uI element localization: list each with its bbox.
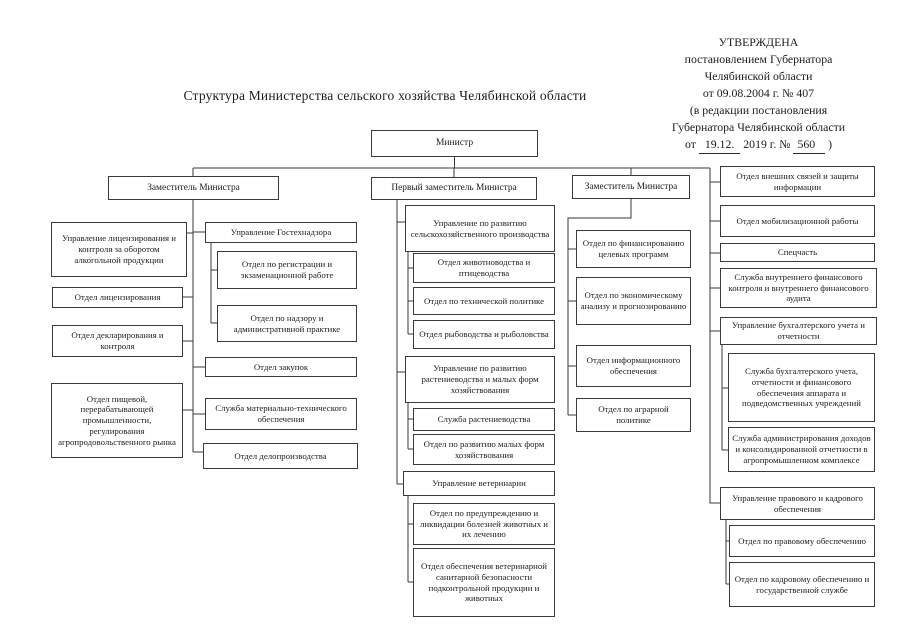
org-node-c5b7: Служба администрирования доходов и консо… xyxy=(728,427,875,472)
org-node-c4b3: Отдел информационного обеспечения xyxy=(576,345,691,387)
org-node-c5b1: Отдел внешних связей и защиты информации xyxy=(720,166,875,197)
org-node-c3b6: Служба растениеводства xyxy=(413,408,555,431)
approval-stamp: УТВЕРЖДЕНА постановлением Губернатора Че… xyxy=(612,34,905,154)
org-node-c5b5: Управление бухгалтерского учета и отчетн… xyxy=(720,317,877,345)
org-node-c1b1: Управление лицензирования и контроля за … xyxy=(51,222,187,277)
approval-date-prefix: от xyxy=(684,137,696,151)
org-node-c4b4: Отдел по аграрной политике xyxy=(576,398,691,432)
org-node-c5b2: Отдел мобилизационной работы xyxy=(720,205,875,237)
org-node-deputy-right: Заместитель Министра xyxy=(572,175,690,199)
approval-date-filled: 19.12. xyxy=(698,136,741,154)
approval-line: Губернатора Челябинской области xyxy=(671,120,846,134)
approval-date-suffix: ) xyxy=(828,137,833,151)
approval-line: (в редакции постановления xyxy=(689,103,828,117)
org-node-c2b6: Отдел делопроизводства xyxy=(203,443,358,469)
org-node-c5b9: Отдел по правовому обеспечению xyxy=(729,525,875,557)
approval-line: постановлением Губернатора xyxy=(684,52,833,66)
org-node-c1b3: Отдел декларирования и контроля xyxy=(52,325,183,357)
org-node-c5b4: Служба внутреннего финансового контроля … xyxy=(720,268,877,308)
org-node-c4b2: Отдел по экономическому анализу и прогно… xyxy=(576,277,691,325)
org-node-c2b2: Отдел по регистрации и экзаменационной р… xyxy=(217,251,357,289)
org-node-c2b5: Служба материально-технического обеспече… xyxy=(205,398,357,430)
org-node-c5b8: Управление правового и кадрового обеспеч… xyxy=(720,487,875,520)
approval-line: Челябинской области xyxy=(704,69,813,83)
org-node-c3b10: Отдел обеспечения ветеринарной санитарно… xyxy=(413,548,555,617)
org-node-c3b9: Отдел по предупреждению и ликвидации бол… xyxy=(413,503,555,545)
org-node-c2b3: Отдел по надзору и административной прак… xyxy=(217,305,357,342)
approval-line: от 09.08.2004 г. № 407 xyxy=(702,86,815,100)
org-node-c2b4: Отдел закупок xyxy=(205,357,357,377)
org-node-c3b1: Управление по развитию сельскохозяйствен… xyxy=(405,205,555,252)
org-node-c1b4: Отдел пищевой, перерабатывающей промышле… xyxy=(51,383,183,458)
approval-line-date: от 19.12. 2019 г. № 560 ) xyxy=(612,136,905,154)
org-node-c3b4: Отдел рыбоводства и рыболовства xyxy=(413,320,555,349)
org-node-minister: Министр xyxy=(371,130,538,157)
org-node-c3b5: Управление по развитию растениеводства и… xyxy=(405,356,555,403)
org-node-c3b3: Отдел по технической политике xyxy=(413,287,555,315)
approval-doc-number: 560 xyxy=(793,136,826,154)
approval-date-middle: 2019 г. № xyxy=(743,137,791,151)
org-node-c2b1: Управление Гостехнадзора xyxy=(205,222,357,243)
org-node-c5b6: Служба бухгалтерского учета, отчетности … xyxy=(728,353,875,422)
org-node-c5b10: Отдел по кадровому обеспечению и государ… xyxy=(729,562,875,607)
org-node-first-deputy: Первый заместитель Министра xyxy=(371,177,537,200)
org-node-c3b2: Отдел животноводства и птицеводства xyxy=(413,253,555,283)
org-node-c3b8: Управление ветеринарии xyxy=(403,471,555,496)
approval-line: УТВЕРЖДЕНА xyxy=(718,35,799,49)
org-node-c4b1: Отдел по финансированию целевых программ xyxy=(576,230,691,268)
chart-title: Структура Министерства сельского хозяйст… xyxy=(183,88,587,103)
org-node-c5b3: Спецчасть xyxy=(720,243,875,262)
org-node-deputy-left: Заместитель Министра xyxy=(108,176,279,200)
org-node-c3b7: Отдел по развитию малых форм хозяйствова… xyxy=(413,434,555,465)
org-node-c1b2: Отдел лицензирования xyxy=(52,287,183,308)
